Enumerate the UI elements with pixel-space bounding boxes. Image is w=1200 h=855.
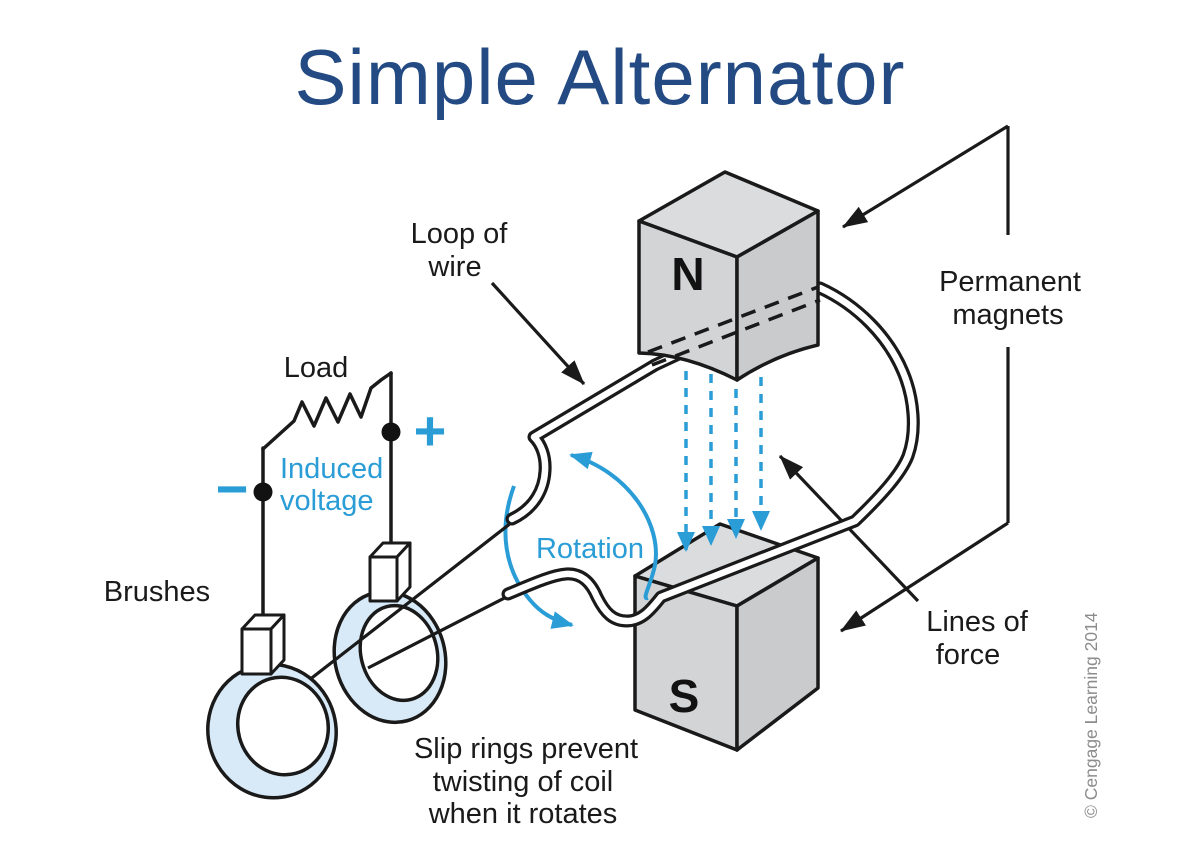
lines-of-force-label-line1: Lines of	[926, 606, 1029, 638]
page-title: Simple Alternator	[295, 33, 906, 121]
magnet-north-label: N	[671, 248, 704, 300]
wire-loop	[501, 281, 920, 628]
loop-of-wire-arrow	[490, 281, 586, 386]
load-label: Load	[284, 352, 349, 384]
induced-voltage-label-line2: voltage	[280, 485, 374, 517]
wire-loop-core	[504, 284, 917, 625]
arrow-to-north-magnet	[842, 124, 1009, 229]
hidden-wire-dash-1	[647, 285, 819, 354]
loop-of-wire-label-line1: Loop of	[411, 218, 509, 250]
permanent-magnets-label-line1: Permanent	[939, 266, 1081, 298]
arrow-to-south-magnet	[840, 521, 1009, 633]
loop-of-wire-label-line2: wire	[427, 251, 481, 283]
lines-of-force-label-line2: force	[936, 639, 1000, 671]
external-circuit	[261, 371, 393, 618]
plus-symbol: +	[414, 399, 447, 462]
copyright-credit: © Cengage Learning 2014	[1081, 612, 1101, 818]
rotation-label: Rotation	[536, 533, 644, 565]
rotation-arrow-right	[569, 451, 658, 601]
node-negative	[253, 482, 273, 502]
slip-rings-note-line2: twisting of coil	[433, 766, 614, 798]
magnet-north: N	[637, 170, 821, 382]
hidden-wire-dash-2	[651, 298, 821, 367]
field-lines	[677, 371, 770, 552]
minus-symbol: −	[216, 457, 249, 520]
permanent-magnets-pointer	[840, 124, 1010, 633]
slip-rings-note-line1: Slip rings prevent	[414, 733, 638, 765]
induced-voltage-label-line1: Induced	[280, 453, 383, 485]
text-labels: Loop of wire Permanent magnets Load Indu…	[104, 218, 1081, 830]
magnet-south-label: S	[669, 670, 700, 722]
slip-rings-note-line3: when it rotates	[428, 798, 618, 830]
resistor	[261, 371, 393, 451]
brushes-label: Brushes	[104, 576, 210, 608]
node-positive	[381, 422, 401, 442]
brush-back	[368, 541, 412, 603]
permanent-magnets-label-line2: magnets	[952, 299, 1063, 331]
brush-front	[240, 613, 286, 676]
axle-wire-back	[367, 588, 521, 670]
